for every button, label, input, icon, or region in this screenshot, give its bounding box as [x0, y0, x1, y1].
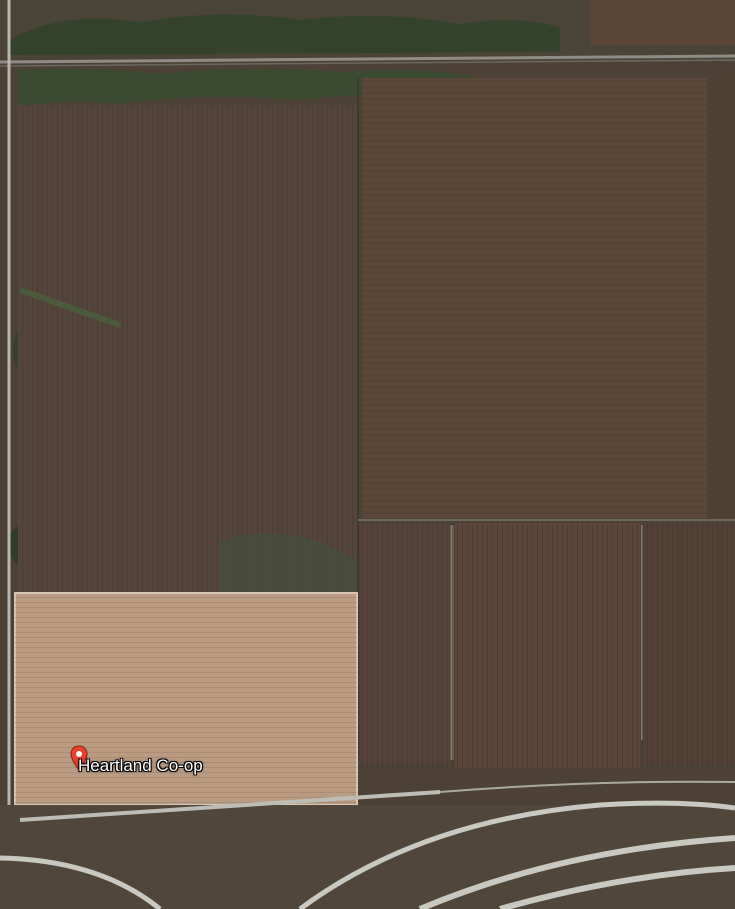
- highway-ramp: [0, 855, 162, 909]
- north-east-field: [590, 0, 735, 45]
- map-pin-icon[interactable]: [70, 745, 88, 771]
- field-harvested-rows: [15, 593, 357, 805]
- south-area: [0, 805, 735, 909]
- county-road: [439, 780, 735, 793]
- field-east-strip: [710, 70, 735, 520]
- tree-line-north: [10, 14, 560, 55]
- place-label-heartland-coop[interactable]: Heartland Co-op: [78, 756, 203, 775]
- highway: [418, 835, 735, 909]
- highway-ramp: [298, 800, 735, 909]
- highway: [499, 865, 735, 909]
- field-east-rows: [362, 78, 707, 518]
- county-road: [19, 790, 441, 822]
- drainage-strip: [19, 287, 121, 328]
- railroad: [0, 59, 735, 67]
- field-south-east-rows: [360, 523, 735, 768]
- field-west-rows: [18, 105, 358, 595]
- railroad: [0, 54, 735, 64]
- field-west-shade: [220, 533, 358, 595]
